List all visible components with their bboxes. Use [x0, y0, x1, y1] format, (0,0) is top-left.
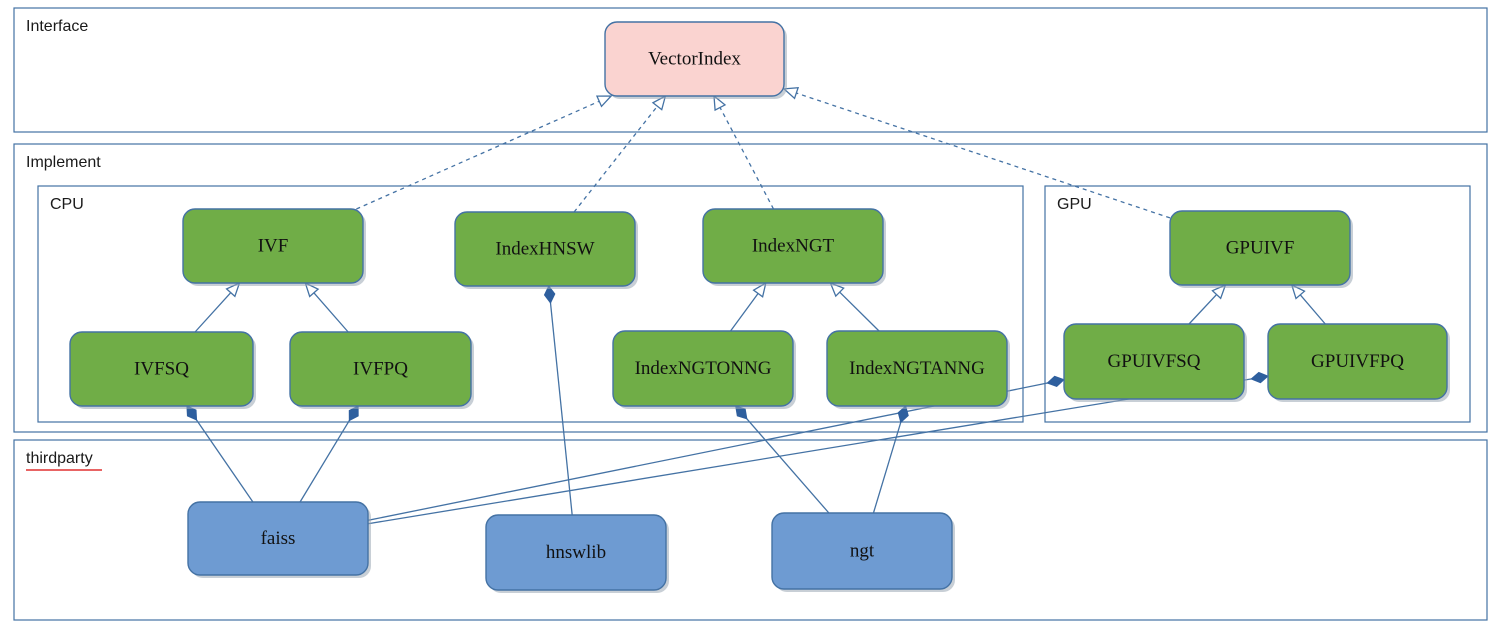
edge-hnswlib-to-indexhnsw [543, 285, 573, 516]
generalization-arrowhead-icon [713, 94, 727, 112]
edge-indexngtonng-to-indexngt [730, 281, 767, 332]
edge-ivfpq-to-ivf [304, 281, 349, 333]
node-box-ivfsq[interactable] [69, 331, 254, 407]
edge-line [312, 291, 349, 333]
edge-indexngt-to-vectorindex [713, 94, 775, 210]
node-box-gpuivfsq[interactable] [1063, 323, 1245, 400]
composition-diamond-icon [348, 405, 359, 422]
node-box-indexngt[interactable] [702, 208, 884, 284]
node-box-indexngtonng[interactable] [612, 330, 794, 407]
composition-diamond-icon [897, 405, 909, 424]
node-indexngtonng[interactable]: IndexNGTONNG [612, 330, 796, 409]
node-gpuivf[interactable]: GPUIVF [1169, 210, 1353, 288]
node-hnswlib[interactable]: hnswlib [485, 514, 669, 593]
node-box-gpuivfpq[interactable] [1267, 323, 1448, 400]
node-ivfsq[interactable]: IVFSQ [69, 331, 256, 409]
edge-line [367, 377, 1254, 525]
generalization-arrowhead-icon [782, 86, 800, 100]
edge-line [838, 290, 880, 332]
group-label-interface: Interface [26, 18, 88, 35]
node-label-ngt: ngt [850, 540, 875, 561]
composition-diamond-icon [1250, 371, 1269, 384]
edge-line [745, 416, 830, 514]
edge-faiss-to-ivfpq [299, 405, 359, 503]
node-box-hnswlib[interactable] [485, 514, 667, 591]
node-box-ivfpq[interactable] [289, 331, 472, 407]
composition-diamond-icon [543, 285, 556, 304]
node-label-ivf: IVF [258, 235, 289, 256]
edge-ivf-to-vectorindex [356, 95, 613, 210]
node-label-gpuivfpq: GPUIVFPQ [1311, 351, 1404, 372]
node-ngt[interactable]: ngt [771, 512, 955, 592]
edge-gpuivfpq-to-gpuivf [1290, 283, 1326, 325]
node-label-indexngtanng: IndexNGTANNG [849, 358, 985, 379]
node-label-hnswlib: hnswlib [546, 542, 606, 563]
edge-indexhnsw-to-vectorindex [573, 94, 667, 213]
node-label-indexngtonng: IndexNGTONNG [635, 358, 772, 379]
edge-faiss-to-gpuivfpq [367, 371, 1269, 525]
node-box-ngt[interactable] [771, 512, 953, 590]
node-box-indexngtanng[interactable] [826, 330, 1008, 407]
edge-line [1188, 293, 1218, 325]
edge-line [1299, 293, 1326, 325]
node-label-vectorindex: VectorIndex [648, 48, 741, 69]
node-faiss[interactable]: faiss [187, 501, 371, 578]
node-indexhnsw[interactable]: IndexHNSW [454, 211, 638, 289]
group-label-thirdparty: thirdparty [26, 450, 93, 467]
node-box-indexhnsw[interactable] [454, 211, 636, 287]
node-label-indexngt: IndexNGT [752, 235, 835, 256]
node-vectorindex[interactable]: VectorIndex [604, 21, 787, 99]
node-label-gpuivf: GPUIVF [1226, 237, 1295, 258]
node-indexngtanng[interactable]: IndexNGTANNG [826, 330, 1010, 409]
node-ivf[interactable]: IVF [182, 208, 366, 286]
node-label-ivfsq: IVFSQ [134, 358, 189, 379]
edge-line [194, 291, 232, 333]
edge-line [795, 92, 1171, 219]
node-box-ivf[interactable] [182, 208, 364, 284]
node-label-gpuivfsq: GPUIVFSQ [1108, 351, 1201, 372]
node-gpuivfpq[interactable]: GPUIVFPQ [1267, 323, 1450, 402]
generalization-arrowhead-icon [752, 281, 767, 298]
edge-faiss-to-ivfsq [186, 405, 254, 503]
edge-ngt-to-indexngtanng [872, 405, 909, 514]
edge-line [730, 292, 760, 332]
edge-line [194, 417, 254, 503]
edge-line [299, 418, 351, 503]
composition-diamond-icon [1046, 375, 1065, 388]
node-label-faiss: faiss [261, 528, 296, 549]
edge-layer [186, 86, 1326, 525]
group-label-gpu: GPU [1057, 196, 1092, 213]
node-box-gpuivf[interactable] [1169, 210, 1351, 286]
node-label-indexhnsw: IndexHNSW [495, 238, 594, 259]
generalization-arrowhead-icon [304, 281, 320, 298]
generalization-arrowhead-icon [1290, 283, 1306, 300]
edge-line [719, 106, 775, 210]
node-label-ivfpq: IVFPQ [353, 358, 408, 379]
edge-line [872, 420, 902, 514]
generalization-arrowhead-icon [651, 94, 667, 111]
node-ivfpq[interactable]: IVFPQ [289, 331, 474, 409]
edge-gpuivf-to-vectorindex [782, 86, 1171, 219]
node-gpuivfsq[interactable]: GPUIVFSQ [1063, 323, 1247, 402]
group-label-cpu: CPU [50, 196, 84, 213]
node-box-vectorindex[interactable] [604, 21, 785, 97]
node-indexngt[interactable]: IndexNGT [702, 208, 886, 286]
group-label-implement: Implement [26, 154, 101, 171]
edge-line [549, 300, 573, 516]
generalization-arrowhead-icon [595, 95, 613, 108]
edge-line [573, 105, 659, 213]
node-box-faiss[interactable] [187, 501, 369, 576]
